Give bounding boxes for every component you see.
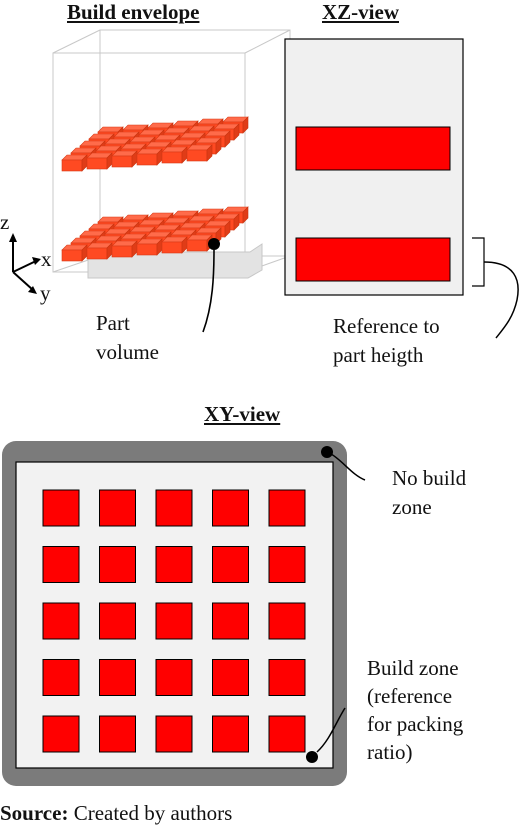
axis-x-label: x — [41, 247, 52, 271]
envelope-part-front — [186, 149, 208, 162]
envelope-part-front — [136, 153, 158, 166]
xy-part-cell — [268, 489, 306, 527]
part-layers — [61, 116, 249, 262]
xy-part-grid — [42, 489, 306, 753]
part-volume-label-2: volume — [96, 340, 159, 364]
build-zone-label-2: (reference — [367, 684, 453, 708]
no-build-label-1: No build — [392, 466, 467, 490]
source-prefix: Source: — [0, 801, 69, 825]
xy-part-cell — [268, 659, 306, 696]
xy-part-cell — [212, 489, 249, 527]
reference-bracket — [472, 237, 485, 287]
envelope-part-side — [242, 206, 249, 224]
envelope-part-front — [136, 243, 158, 256]
reference-label-1: Reference to — [333, 314, 440, 338]
xz-view-heading: XZ-view — [322, 0, 399, 24]
source-text: Created by authors — [68, 801, 233, 825]
xy-part-cell — [155, 715, 193, 753]
envelope-part-side — [242, 116, 249, 134]
xy-part-cell — [212, 659, 249, 696]
build-zone-marker — [306, 751, 318, 763]
source-note: Source: Created by authors — [0, 801, 232, 826]
build-zone-label-3: for packing — [367, 712, 464, 736]
xy-view-heading: XY-view — [204, 402, 281, 426]
xz-part-lower — [295, 237, 451, 282]
envelope-part-front — [86, 247, 108, 260]
xy-part-cell — [268, 602, 306, 640]
reference-label-2: part heigth — [333, 343, 424, 367]
xy-part-cell — [212, 715, 249, 753]
xy-part-cell — [42, 489, 80, 527]
xy-part-cell — [99, 546, 136, 583]
xy-part-cell — [42, 659, 80, 696]
xy-part-cell — [155, 659, 193, 696]
envelope-part-front — [111, 155, 133, 168]
envelope-part-front — [111, 245, 133, 258]
envelope-part-front — [161, 241, 183, 254]
xy-part-cell — [42, 602, 80, 640]
part-volume-marker — [208, 238, 220, 250]
envelope-part-front — [61, 159, 83, 172]
xy-part-cell — [268, 546, 306, 583]
axes-icon — [9, 233, 41, 294]
xy-part-cell — [212, 546, 249, 583]
xy-part-cell — [42, 546, 80, 583]
xy-part-cell — [212, 602, 249, 640]
part-volume-label-1: Part — [96, 311, 130, 335]
reference-leader — [483, 261, 519, 339]
envelope-part-side — [233, 123, 240, 141]
xy-part-cell — [99, 715, 136, 753]
xy-part-cell — [99, 602, 136, 640]
no-build-zone-marker — [321, 446, 333, 458]
envelope-part-side — [224, 220, 231, 238]
build-envelope-heading: Build envelope — [67, 0, 200, 24]
build-zone-label-4: ratio) — [367, 740, 413, 764]
build-zone-label-1: Build zone — [367, 656, 459, 680]
envelope-part-front — [186, 239, 208, 252]
no-build-zone-leader — [330, 453, 366, 481]
envelope-part-side — [215, 137, 222, 155]
envelope-part-side — [233, 213, 240, 231]
xy-part-cell — [42, 715, 80, 753]
xy-part-cell — [155, 546, 193, 583]
envelope-part-side — [206, 144, 213, 162]
xy-part-cell — [155, 489, 193, 527]
axis-z-label: z — [0, 210, 10, 234]
xy-part-cell — [155, 602, 193, 640]
no-build-label-2: zone — [392, 495, 432, 519]
xy-part-cell — [99, 659, 136, 696]
xz-part-upper — [295, 126, 451, 171]
envelope-part-front — [86, 157, 108, 170]
build-zone-leader — [316, 707, 346, 753]
xy-part-cell — [99, 489, 136, 527]
envelope-part-front — [61, 249, 83, 262]
envelope-part-side — [224, 130, 231, 148]
axis-y-label: y — [40, 281, 51, 305]
xy-part-cell — [268, 715, 306, 753]
part-volume-leader — [202, 249, 215, 333]
envelope-part-front — [161, 151, 183, 164]
